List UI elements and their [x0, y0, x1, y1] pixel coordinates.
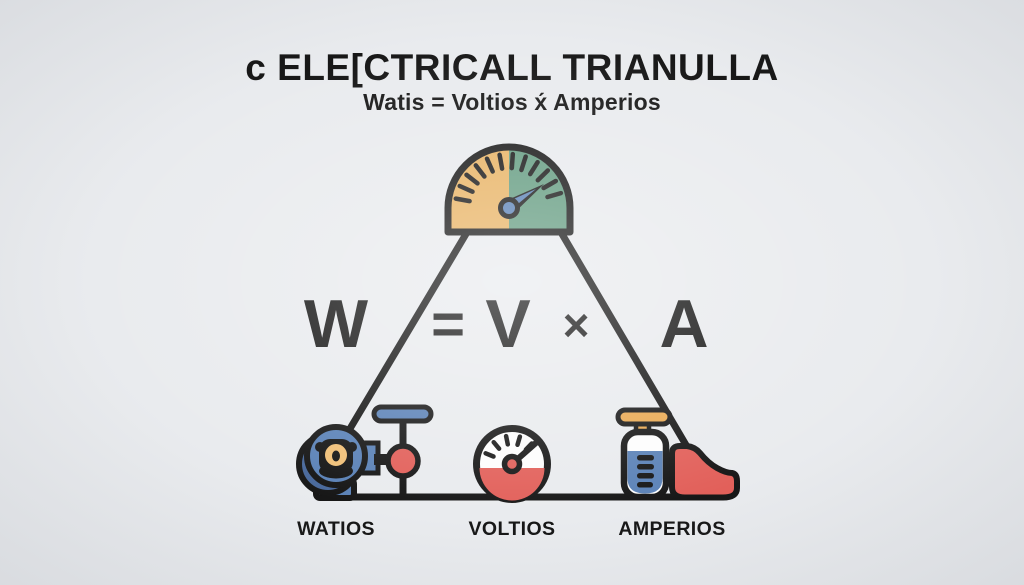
power-gauge-icon — [444, 143, 574, 236]
amps-symbol: A — [659, 286, 708, 362]
battery-cap-handle — [615, 407, 673, 427]
valve-wheel — [385, 443, 421, 479]
battery-elbow-icon — [615, 407, 740, 501]
battery-charge-level — [627, 451, 663, 494]
voltmeter-red-zone — [479, 468, 545, 501]
voltmeter-icon — [473, 425, 551, 503]
red-elbow-pipe — [669, 443, 740, 501]
motor-valve-icon — [296, 404, 434, 501]
watts-label: WATIOS — [297, 518, 375, 540]
voltmeter-hub — [501, 453, 523, 475]
watts-symbol: W — [304, 286, 369, 362]
volts-symbol: V — [485, 286, 530, 362]
gauge-right-half — [509, 147, 570, 232]
motor-core-pupil — [332, 450, 340, 462]
amps-label: AMPERIOS — [618, 518, 725, 540]
valve-link — [374, 454, 391, 465]
gauge-needle-hub — [498, 197, 520, 219]
equals-sign: = — [431, 292, 465, 357]
gauge-tick-marks — [453, 151, 564, 204]
formula-row: W = V × A — [304, 286, 709, 362]
footer-labels: WATIOS VOLTIOS AMPERIOS — [297, 518, 725, 540]
page-subtitle: Watis = Voltios x́ Amperios — [363, 89, 661, 115]
gauge-outline — [444, 143, 574, 236]
multiply-sign: × — [563, 299, 590, 351]
valve-handle — [371, 404, 434, 424]
battery-level-dashes — [637, 455, 654, 488]
volts-label: VOLTIOS — [469, 518, 556, 540]
page-title: c ELE[CTRICALL TRIANULLA — [245, 47, 778, 88]
